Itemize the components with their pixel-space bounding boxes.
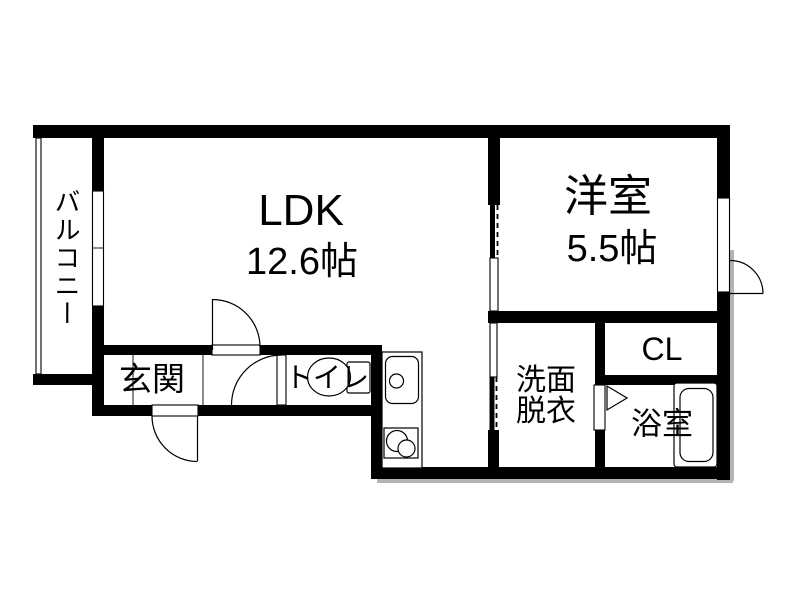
wall-entrance-bottom-left [92, 405, 152, 416]
wall-west-lower [92, 306, 104, 416]
wall-entrance-bottom-right [198, 405, 382, 416]
wall-partition-lower [488, 430, 499, 470]
toilet-icon [306, 357, 371, 397]
bathroom-door-swing-triangle [606, 384, 629, 412]
shadow-right [730, 250, 734, 481]
kitchen-counter-icon [381, 351, 423, 469]
entrance-label: 玄関 [119, 360, 185, 398]
western-room-label: 洋室 [564, 172, 652, 221]
sliding-door-rail-upper [490, 205, 495, 258]
balcony-label: バルコニー [51, 188, 81, 328]
wall-bottom [371, 467, 730, 479]
ldk-label: LDK [258, 186, 344, 235]
stove-burner-2 [397, 439, 416, 458]
entrance-door-arc [151, 415, 198, 463]
wall-top [33, 125, 730, 138]
ldk-door-arc [212, 298, 261, 348]
wall-right-upper [717, 125, 730, 198]
closet-label: CL [641, 331, 683, 367]
western-room-size-label: 5.5帖 [566, 228, 658, 270]
wall-washroom-east-lower [595, 430, 605, 468]
toilet-label: トイレ [284, 362, 370, 393]
wall-entrance-top-left [92, 345, 212, 355]
wall-closet-bottom [600, 375, 730, 385]
toilet-door-arc [230, 354, 282, 406]
doors [151, 259, 764, 463]
wall-west-upper [92, 125, 104, 191]
wall-partition-upper [488, 125, 500, 205]
walls [33, 125, 730, 480]
sliding-door-rail-lower [489, 377, 495, 430]
sliding-doors [489, 205, 499, 430]
sliding-door-panel-lower [489, 322, 498, 378]
kitchen-faucet [388, 373, 405, 389]
wall-right-lower [717, 292, 730, 480]
wall-kitchen-west [371, 345, 382, 479]
wall-western-room-bottom [488, 311, 730, 323]
casement-arc [729, 259, 764, 294]
balcony-window [91, 190, 105, 307]
sliding-door-panel-upper [489, 257, 499, 312]
shadow-bottom [377, 479, 733, 483]
washroom-label-line2: 脱衣 [516, 395, 576, 428]
toilet-bowl [306, 357, 352, 397]
ldk-door-opening [211, 344, 261, 356]
ldk-size-label: 12.6帖 [246, 241, 358, 283]
bathroom-label: 浴室 [631, 406, 693, 442]
bathtub-inner [679, 387, 714, 463]
entrance-door-opening [151, 404, 199, 417]
washroom-label-line1: 洗面 [516, 364, 576, 397]
bathroom-door-leaf [593, 384, 606, 431]
windows [91, 190, 731, 307]
wall-toilet-top [260, 345, 382, 355]
bathtub-icon [673, 382, 718, 468]
wall-shadows [377, 250, 734, 483]
entrance-step-lines [132, 355, 204, 405]
wall-balcony-bottom [33, 374, 92, 385]
balcony-edge-line [35, 137, 42, 375]
wall-washroom-east-upper [595, 323, 605, 385]
western-room-window [716, 197, 731, 293]
